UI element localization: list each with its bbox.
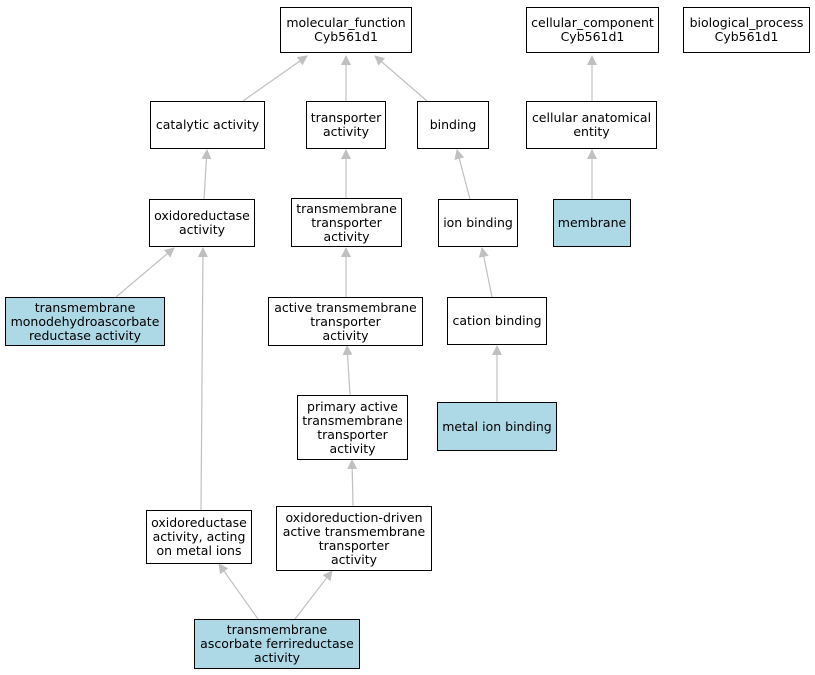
node-ion-binding[interactable]: ion binding: [438, 199, 518, 247]
node-cation-binding[interactable]: cation binding: [447, 297, 547, 345]
node-transmembrane-monodehydroascorbate-reductase-activity[interactable]: transmembrane monodehydroascorbate reduc…: [5, 297, 165, 346]
edge-oxdriven-to-primaryactive: [347, 459, 358, 507]
edge-tmmdhar-to-oxidoreductase: [115, 247, 175, 298]
node-transmembrane-ascorbate-ferrireductase-activity[interactable]: transmembrane ascorbate ferrireductase a…: [194, 619, 360, 669]
edge-ionbinding-to-binding: [454, 149, 471, 200]
node-molecular-function[interactable]: molecular_function Cyb561d1: [280, 7, 412, 53]
node-biological-process[interactable]: biological_process Cyb561d1: [683, 7, 810, 53]
node-binding[interactable]: binding: [417, 101, 489, 149]
edge-primaryactive-to-activetm: [342, 345, 353, 396]
edge-oxmetal-to-oxidoreductase: [197, 247, 208, 511]
node-cellular-component[interactable]: cellular_component Cyb561d1: [526, 7, 659, 53]
node-active-transmembrane-transporter-activity[interactable]: active transmembrane transporter activit…: [268, 297, 423, 346]
edge-tmascorbate-to-oxmetal: [218, 563, 259, 620]
node-catalytic-activity[interactable]: catalytic activity: [150, 101, 265, 149]
node-transporter-activity[interactable]: transporter activity: [306, 101, 386, 149]
node-transmembrane-transporter-activity[interactable]: transmembrane transporter activity: [291, 198, 402, 247]
edge-cationbinding-to-ionbinding: [478, 247, 493, 298]
node-primary-active-transmembrane-transporter-activity[interactable]: primary active transmembrane transporter…: [297, 395, 408, 460]
node-membrane[interactable]: membrane: [553, 199, 631, 247]
edge-catalytic-to-mf: [242, 55, 308, 102]
edge-tmascorbate-to-oxdriven: [294, 570, 333, 620]
node-oxidoreduction-driven-active-transmembrane-transporter-activity[interactable]: oxidoreduction-driven active transmembra…: [276, 506, 432, 571]
edge-oxidoreductase-to-catalytic: [201, 149, 212, 200]
node-oxidoreductase-activity[interactable]: oxidoreductase activity: [149, 199, 255, 247]
edge-binding-to-mf: [374, 55, 428, 102]
node-metal-ion-binding[interactable]: metal ion binding: [437, 402, 557, 451]
node-oxidoreductase-activity-acting-on-metal-ions[interactable]: oxidoreductase activity, acting on metal…: [146, 510, 252, 564]
node-cellular-anatomical-entity[interactable]: cellular anatomical entity: [526, 101, 657, 149]
